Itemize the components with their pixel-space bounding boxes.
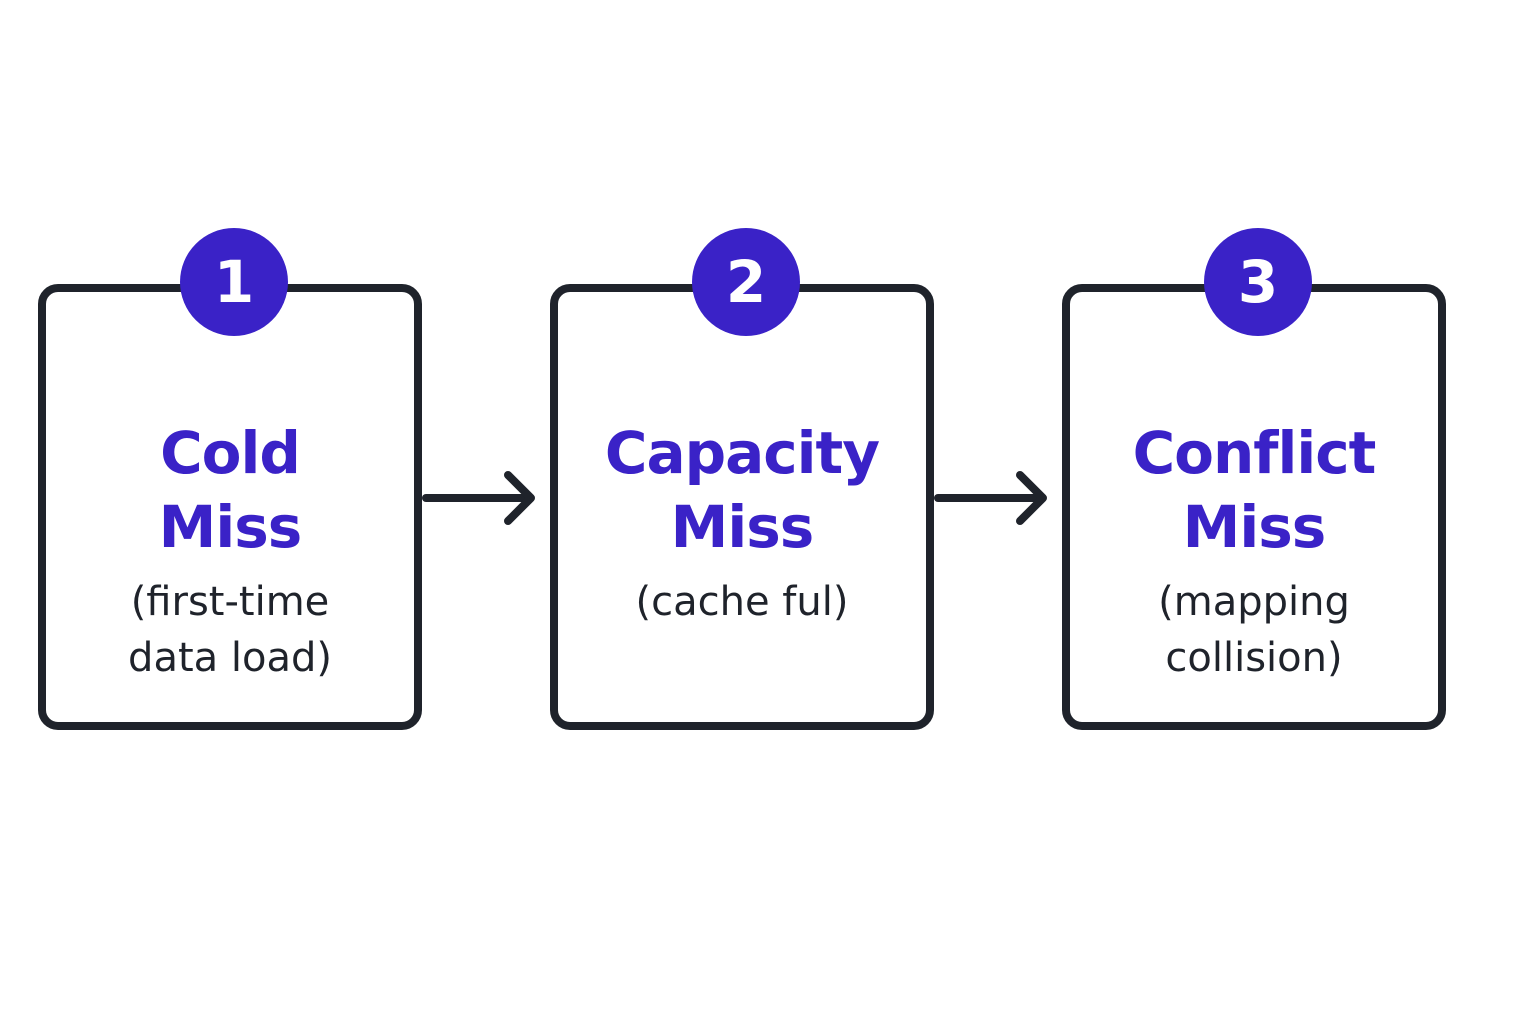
step-number-badge: 3 [1204, 228, 1312, 336]
step-title: Cold Miss [46, 416, 414, 564]
step-number-badge: 1 [180, 228, 288, 336]
step-title-line: Capacity [604, 419, 880, 487]
step-title: Conflict Miss [1070, 416, 1438, 564]
step-description: (cache ful) [558, 574, 926, 630]
step-box-cold-miss: Cold Miss (first-time data load) [38, 284, 422, 730]
step-description-line: (mapping [1158, 579, 1350, 625]
step-description: (mapping collision) [1070, 574, 1438, 686]
step-description: (first-time data load) [46, 574, 414, 686]
step-title-line: Miss [158, 493, 303, 561]
arrow-right-icon [934, 471, 1047, 525]
step-box-capacity-miss: Capacity Miss (cache ful) [550, 284, 934, 730]
step-description-line: data load) [128, 635, 332, 681]
step-description-line: (cache ful) [635, 579, 849, 625]
step-description-line: collision) [1165, 635, 1343, 681]
step-title-line: Miss [670, 493, 815, 561]
step-title-line: Conflict [1132, 419, 1377, 487]
step-title-line: Cold [160, 419, 301, 487]
step-title-line: Miss [1182, 493, 1327, 561]
step-title: Capacity Miss [558, 416, 926, 564]
step-number-badge: 2 [692, 228, 800, 336]
arrow-right-icon [422, 471, 535, 525]
step-description-line: (first-time [130, 579, 330, 625]
